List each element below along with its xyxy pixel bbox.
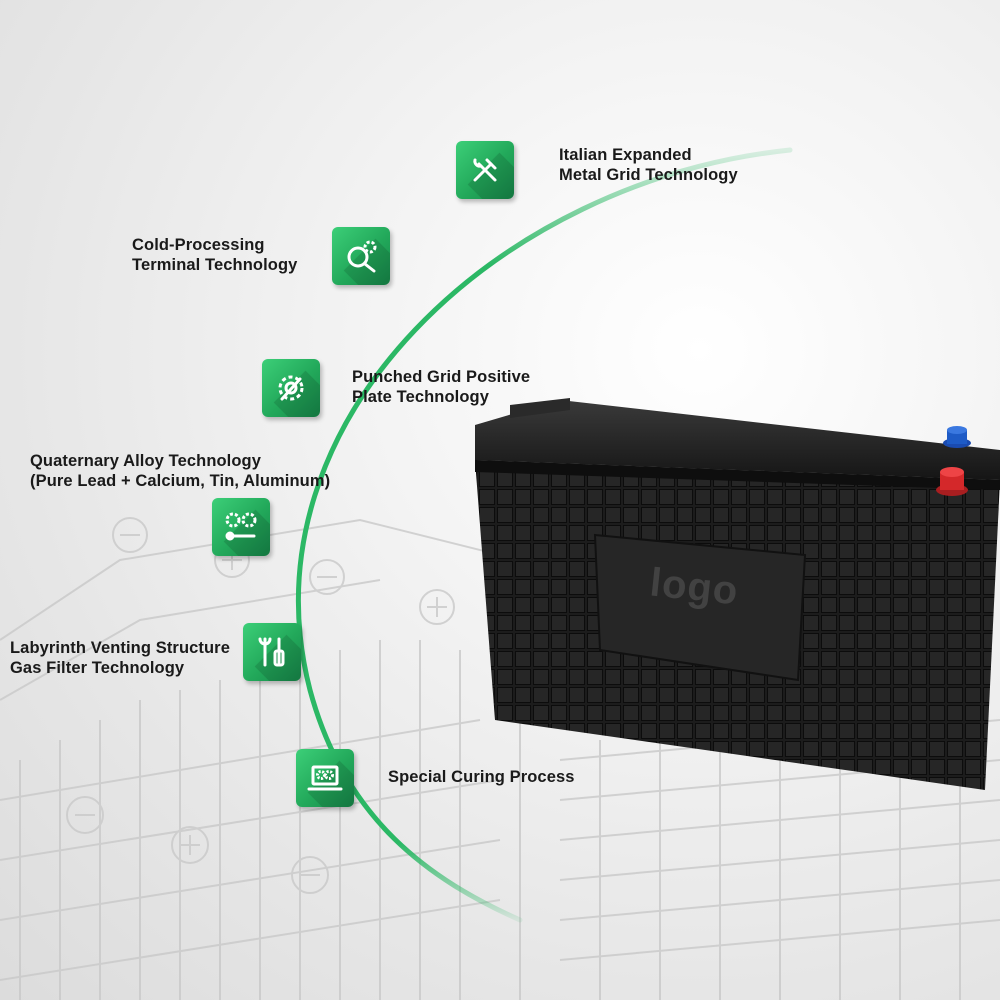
feature-label-quaternary-alloy: Quaternary Alloy Technology (Pure Lead +…	[30, 451, 330, 491]
feature-line1: Cold-Processing	[132, 236, 265, 254]
feature-line2: (Pure Lead + Calcium, Tin, Aluminum)	[30, 472, 331, 490]
hammer-wrench-icon	[456, 141, 514, 199]
laptop-gears-icon	[296, 749, 354, 807]
feature-line1: Special Curing Process	[388, 768, 575, 786]
gear-wrench-icon	[262, 359, 320, 417]
feature-line2: Metal Grid Technology	[559, 166, 738, 184]
gear-magnifier-icon	[332, 227, 390, 285]
tools-icon	[243, 623, 301, 681]
feature-line1: Quaternary Alloy Technology	[30, 452, 261, 470]
feature-line1: Italian Expanded	[559, 146, 692, 164]
feature-label-cold-processing: Cold-Processing Terminal Technology	[132, 235, 297, 275]
feature-label-curing-process: Special Curing Process	[388, 767, 575, 787]
gears-wrench-icon	[212, 498, 270, 556]
feature-line1: Labyrinth Venting Structure	[10, 639, 230, 657]
feature-label-metal-grid: Italian Expanded Metal Grid Technology	[559, 145, 738, 185]
battery-product-image	[475, 398, 1000, 790]
feature-label-punched-grid: Punched Grid Positive Plate Technology	[352, 367, 530, 407]
feature-line2: Plate Technology	[352, 388, 489, 406]
battery-logo-placeholder: logo	[647, 560, 741, 614]
feature-line2: Gas Filter Technology	[10, 659, 185, 677]
feature-line1: Punched Grid Positive	[352, 368, 531, 386]
feature-label-labyrinth-venting: Labyrinth Venting Structure Gas Filter T…	[10, 638, 230, 678]
feature-line2: Terminal Technology	[132, 256, 298, 274]
